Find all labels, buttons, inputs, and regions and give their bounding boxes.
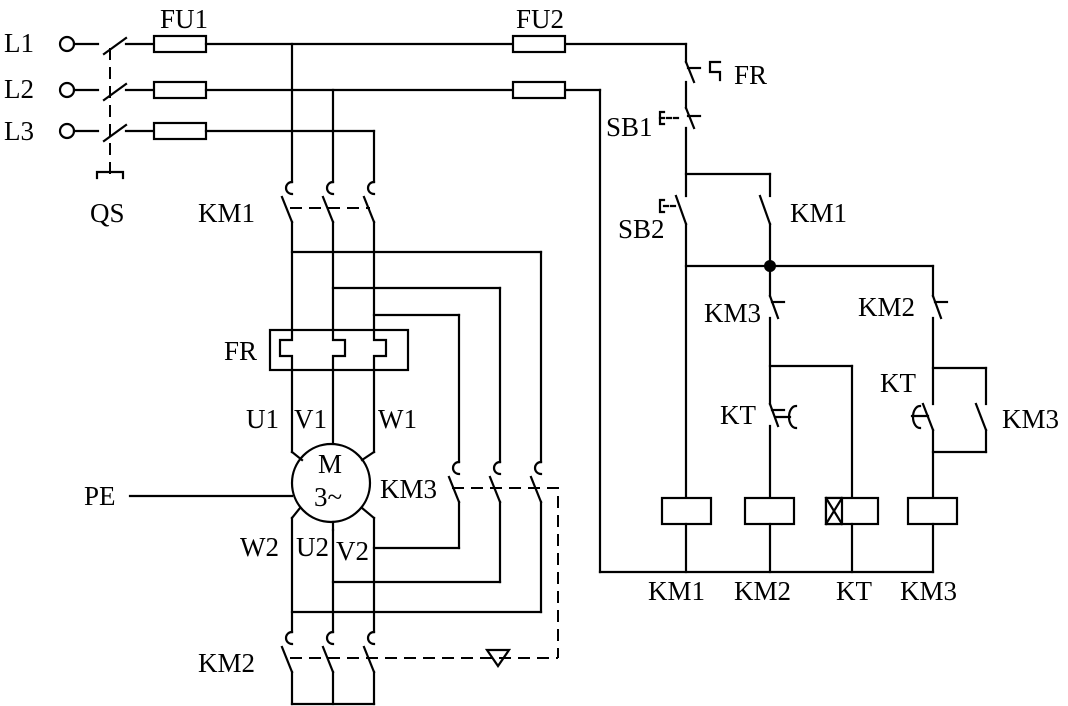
- label-l1: L1: [4, 28, 34, 58]
- fu1-fuses: FU1: [152, 4, 208, 141]
- label-kt-right: KT: [880, 368, 916, 398]
- label-coil-kt: KT: [836, 576, 872, 606]
- km3-aux-no-contact: KM3: [974, 402, 1059, 434]
- label-u1: U1: [246, 404, 279, 434]
- km1-main-contacts: KM1: [198, 180, 376, 228]
- main-circuit: KM1 FR U1 V1 W1: [84, 42, 559, 706]
- label-l2: L2: [4, 74, 34, 104]
- label-u2: U2: [296, 532, 329, 562]
- km2-aux-nc-contact: KM2: [858, 292, 949, 322]
- label-l3: L3: [4, 116, 34, 146]
- label-sb1: SB1: [606, 112, 653, 142]
- coil-km3: [906, 496, 959, 526]
- fu2-fuses: FU2: [511, 4, 567, 100]
- label-v1: V1: [294, 404, 327, 434]
- coil-km1: [660, 496, 713, 526]
- label-km2-aux: KM2: [858, 292, 915, 322]
- terminal-l1: [58, 35, 76, 53]
- label-pe: PE: [84, 481, 116, 511]
- kt-nc-contact: KT: [720, 400, 798, 430]
- label-coil-km3: KM3: [900, 576, 957, 606]
- km2-main-contacts: KM2: [198, 630, 558, 706]
- sb1-button: SB1: [606, 106, 702, 142]
- fr-thermal-relay: FR: [224, 328, 410, 372]
- label-km2-main: KM2: [198, 648, 255, 678]
- label-km3-aux: KM3: [704, 298, 761, 328]
- label-v2: V2: [336, 536, 369, 566]
- label-w2: W2: [240, 532, 279, 562]
- label-km1-aux: KM1: [790, 198, 847, 228]
- label-fr-main: FR: [224, 336, 257, 366]
- supply-terminals: L1 L2 L3: [4, 28, 76, 146]
- power-bus: [204, 42, 688, 133]
- km1-aux-contact: KM1: [758, 194, 847, 228]
- label-fr-ctrl: FR: [734, 60, 767, 90]
- label-fu1: FU1: [160, 4, 208, 34]
- km3-aux-nc-contact: KM3: [704, 294, 786, 328]
- label-sb2: SB2: [618, 214, 665, 244]
- junction-dot: [764, 260, 776, 272]
- label-km3-main: KM3: [380, 474, 437, 504]
- sb2-button: SB2: [618, 194, 688, 244]
- kt-no-contact: KT: [880, 368, 935, 432]
- label-coil-km1: KM1: [648, 576, 705, 606]
- km3-main-contacts: KM3: [380, 460, 559, 658]
- coil-km2: [743, 496, 796, 526]
- label-w1: W1: [378, 404, 417, 434]
- label-motor-m: M: [318, 449, 342, 479]
- fr-nc-contact: FR: [684, 60, 767, 90]
- control-circuit: FR SB1 SB2 KM1: [598, 42, 1059, 606]
- label-qs: QS: [90, 198, 125, 228]
- terminal-l2: [58, 81, 76, 99]
- label-kt-left: KT: [720, 400, 756, 430]
- label-motor-phase: 3~: [314, 482, 342, 512]
- label-km3-aux2: KM3: [1002, 404, 1059, 434]
- motor: M 3~: [290, 442, 376, 532]
- terminal-l3: [58, 122, 76, 140]
- label-fu2: FU2: [516, 4, 564, 34]
- qs-switch: QS: [72, 36, 156, 228]
- label-coil-km2: KM2: [734, 576, 791, 606]
- coils: [660, 496, 959, 526]
- label-km1-main: KM1: [198, 198, 255, 228]
